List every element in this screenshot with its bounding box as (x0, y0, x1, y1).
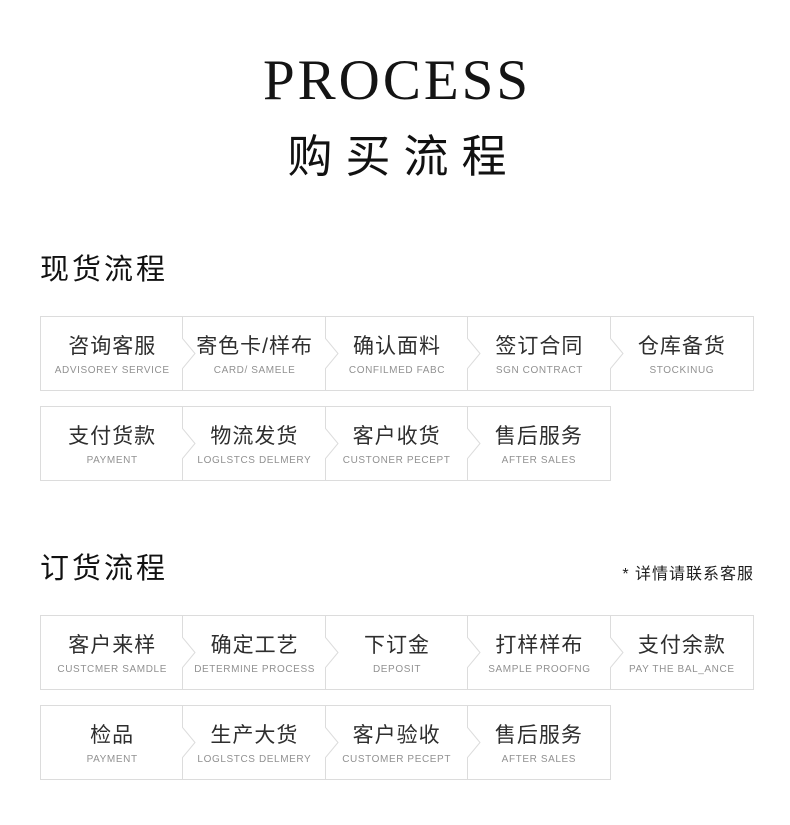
section-title-instock: 现货流程 (40, 254, 169, 287)
step-label-zh: 仓库备货 (637, 335, 726, 359)
process-step: 物流发货 LOGLSTCS DELMERY (183, 407, 325, 480)
step-label-zh: 生产大货 (210, 724, 299, 748)
step-label-zh: 打样样布 (495, 634, 584, 658)
step-label-en: CARD/ SAMELE (213, 364, 296, 376)
step-label-en: PAY THE BAL_ANCE (629, 663, 735, 675)
process-step: 签订合同 SGN CONTRACT (468, 317, 610, 390)
step-label-en: LOGLSTCS DELMERY (197, 753, 312, 765)
step-label-zh: 确认面料 (353, 335, 442, 359)
process-step: 生产大货 LOGLSTCS DELMERY (183, 706, 325, 779)
section-head-instock: 现货流程 (40, 246, 754, 288)
purchase-process-page: PROCESS 购买流程 现货流程 咨询客服 ADVISOREY SERVICE… (40, 0, 754, 781)
step-label-en: ADVISOREY SERVICE (54, 364, 170, 376)
section-title-order: 订货流程 (40, 553, 169, 586)
process-step: 打样样布 SAMPLE PROOFNG (468, 616, 610, 689)
step-label-en: CUSTCMER SAMDLE (57, 663, 167, 675)
step-label-zh: 检品 (90, 724, 135, 748)
step-label-en: SGN CONTRACT (495, 364, 584, 376)
process-step: 寄色卡/样布 CARD/ SAMELE (183, 317, 325, 390)
process-step: 支付货款 PAYMENT (41, 407, 183, 480)
step-label-en: CONFILMED FABC (348, 364, 446, 376)
process-step: 客户验收 CUSTOMER PECEPT (326, 706, 468, 779)
step-label-zh: 客户收货 (352, 425, 441, 449)
process-step: 咨询客服 ADVISOREY SERVICE (41, 317, 183, 390)
page-title-en: PROCESS (262, 49, 532, 112)
step-label-en: DETERMINE PROCESS (194, 663, 315, 675)
process-step: 售后服务 AFTER SALES (468, 407, 610, 480)
process-step: 确认面料 CONFILMED FABC (326, 317, 468, 390)
step-label-en: CUSTONER PECEPT (342, 454, 451, 466)
step-label-zh: 寄色卡/样布 (196, 335, 314, 359)
step-label-en: CUSTOMER PECEPT (342, 753, 452, 765)
step-label-zh: 客户来样 (68, 634, 157, 658)
step-label-en: AFTER SALES (501, 753, 577, 765)
process-step: 客户来样 CUSTCMER SAMDLE (41, 616, 183, 689)
contact-service-note: * 详情请联系客服 (622, 566, 754, 584)
step-label-en: STOCKINUG (649, 364, 715, 376)
process-step: 仓库备货 STOCKINUG (611, 317, 753, 390)
flow-row-instock-1: 咨询客服 ADVISOREY SERVICE 寄色卡/样布 CARD/ SAME… (40, 316, 754, 392)
step-label-en: PAYMENT (86, 454, 138, 466)
step-label-zh: 售后服务 (494, 425, 583, 449)
step-label-en: AFTER SALES (501, 454, 577, 466)
hero: PROCESS 购买流程 (40, 0, 754, 182)
process-step: 确定工艺 DETERMINE PROCESS (183, 616, 325, 689)
process-step: 下订金 DEPOSIT (326, 616, 468, 689)
step-label-zh: 签订合同 (495, 335, 584, 359)
section-head-order: 订货流程 * 详情请联系客服 (40, 545, 754, 587)
step-label-en: SAMPLE PROOFNG (488, 663, 591, 675)
flow-row-instock-2: 支付货款 PAYMENT 物流发货 LOGLSTCS DELMERY 客户收货 … (40, 406, 611, 482)
step-label-en: DEPOSIT (372, 663, 422, 675)
page-title-zh: 购买流程 (287, 130, 520, 182)
step-label-zh: 咨询客服 (68, 335, 157, 359)
step-label-zh: 下订金 (364, 634, 431, 658)
step-label-en: LOGLSTCS DELMERY (197, 454, 312, 466)
process-step: 检品 PAYMENT (41, 706, 183, 779)
step-label-zh: 客户验收 (352, 724, 441, 748)
flow-row-order-1: 客户来样 CUSTCMER SAMDLE 确定工艺 DETERMINE PROC… (40, 615, 754, 691)
process-step: 客户收货 CUSTONER PECEPT (326, 407, 468, 480)
step-label-zh: 支付货款 (68, 425, 157, 449)
process-step: 支付余款 PAY THE BAL_ANCE (611, 616, 753, 689)
step-label-zh: 确定工艺 (210, 634, 299, 658)
flow-row-order-2: 检品 PAYMENT 生产大货 LOGLSTCS DELMERY 客户验收 CU… (40, 705, 611, 781)
process-step: 售后服务 AFTER SALES (468, 706, 610, 779)
step-label-zh: 支付余款 (637, 634, 726, 658)
step-label-zh: 物流发货 (210, 425, 299, 449)
step-label-en: PAYMENT (86, 753, 138, 765)
step-label-zh: 售后服务 (494, 724, 583, 748)
